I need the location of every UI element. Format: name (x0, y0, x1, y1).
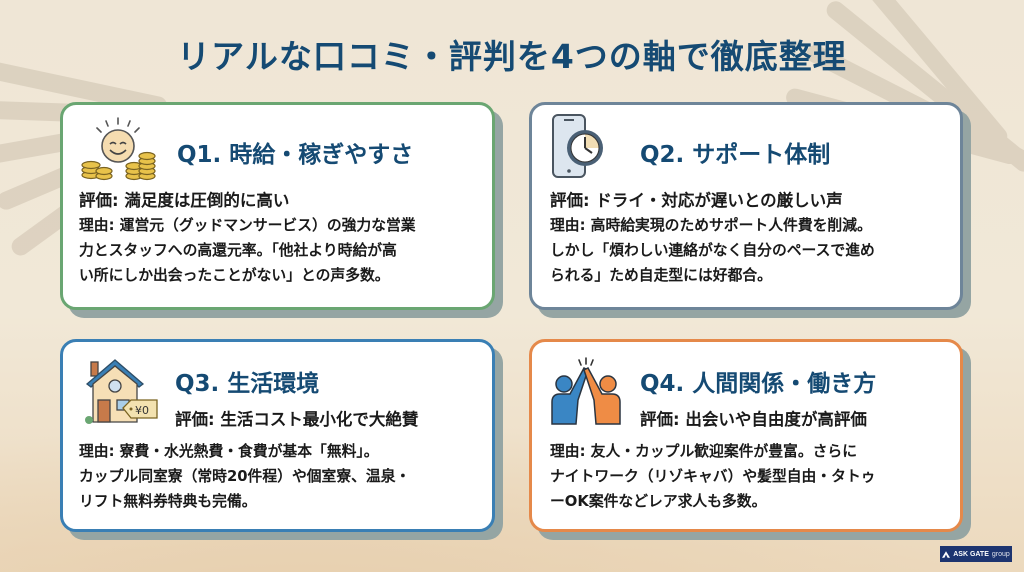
evaluation-text: 評価: ドライ・対応が遅いとの厳しい声 (550, 191, 843, 210)
reason-text: 理由: 寮費・水光熱費・食費が基本「無料」。 カップル同室寮（常時20件程）や個… (79, 439, 410, 514)
reason-line: い所にしか出会ったことがない」との声多数。 (79, 267, 390, 284)
reason-line: リフト無料券特典も完備。 (79, 493, 257, 510)
reason-text: 理由: 高時給実現のためサポート人件費を削減。 しかし「煩わしい連絡がなく自分の… (550, 213, 875, 288)
card-title: Q2. サポート体制 (640, 142, 831, 168)
card-q4-relationships-workstyle: Q4. 人間関係・働き方 評価: 出会いや自由度が高評価 理由: 友人・カップル… (529, 339, 963, 532)
reason-line: 理由: 寮費・水光熱費・食費が基本「無料」。 (79, 443, 379, 460)
card-title: Q1. 時給・稼ぎやすさ (177, 142, 414, 168)
evaluation-text: 評価: 満足度は圧倒的に高い (79, 191, 290, 210)
brand-name: ASK GATE (953, 550, 989, 558)
card-title: Q3. 生活環境 (175, 371, 320, 397)
reason-line: しかし「煩わしい連絡がなく自分のペースで進め (550, 242, 875, 259)
reason-line: ーOK案件などレア求人も多数。 (550, 493, 767, 510)
evaluation-text: 評価: 生活コスト最小化で大絶賛 (175, 410, 419, 429)
reason-line: カップル同室寮（常時20件程）や個室寮、温泉・ (79, 468, 411, 485)
high-five-icon (546, 356, 626, 426)
house-price-tag-icon: ¥0 (79, 356, 159, 426)
ask-gate-logo-icon (942, 550, 951, 558)
reason-line: 理由: 友人・カップル歓迎案件が豊富。さらに (550, 443, 858, 460)
reason-text: 理由: 運営元（グッドマンサービス）の強力な営業 力とスタッフへの高還元率。「他… (79, 213, 416, 288)
smiling-sun-coins-icon (79, 115, 157, 181)
reason-line: られる」ため自走型には好都合。 (550, 267, 772, 284)
brand-logo: ASK GATE group (940, 546, 1012, 562)
reason-text: 理由: 友人・カップル歓迎案件が豊富。さらに ナイトワーク（リゾキャバ）や髪型自… (550, 439, 876, 514)
card-q1-hourly-wage: Q1. 時給・稼ぎやすさ 評価: 満足度は圧倒的に高い 理由: 運営元（グッドマ… (60, 102, 495, 310)
page-title: リアルな口コミ・評判を4つの軸で徹底整理 (177, 37, 847, 76)
reason-line: ナイトワーク（リゾキャバ）や髪型自由・タトゥ (550, 468, 876, 485)
card-q2-support-system: Q2. サポート体制 評価: ドライ・対応が遅いとの厳しい声 理由: 高時給実現… (529, 102, 963, 310)
smartphone-clock-icon (550, 113, 606, 181)
evaluation-text: 評価: 出会いや自由度が高評価 (640, 410, 867, 429)
svg-text:¥0: ¥0 (135, 404, 149, 417)
reason-line: 理由: 高時給実現のためサポート人件費を削減。 (550, 217, 872, 234)
brand-suffix: group (991, 550, 1010, 558)
reason-line: 力とスタッフへの高還元率。「他社より時給が高 (79, 242, 397, 259)
card-q3-living-environment: ¥0 Q3. 生活環境 評価: 生活コスト最小化で大絶賛 理由: 寮費・水光熱費… (60, 339, 495, 532)
card-title: Q4. 人間関係・働き方 (640, 371, 877, 397)
reason-line: 理由: 運営元（グッドマンサービス）の強力な営業 (79, 217, 416, 234)
